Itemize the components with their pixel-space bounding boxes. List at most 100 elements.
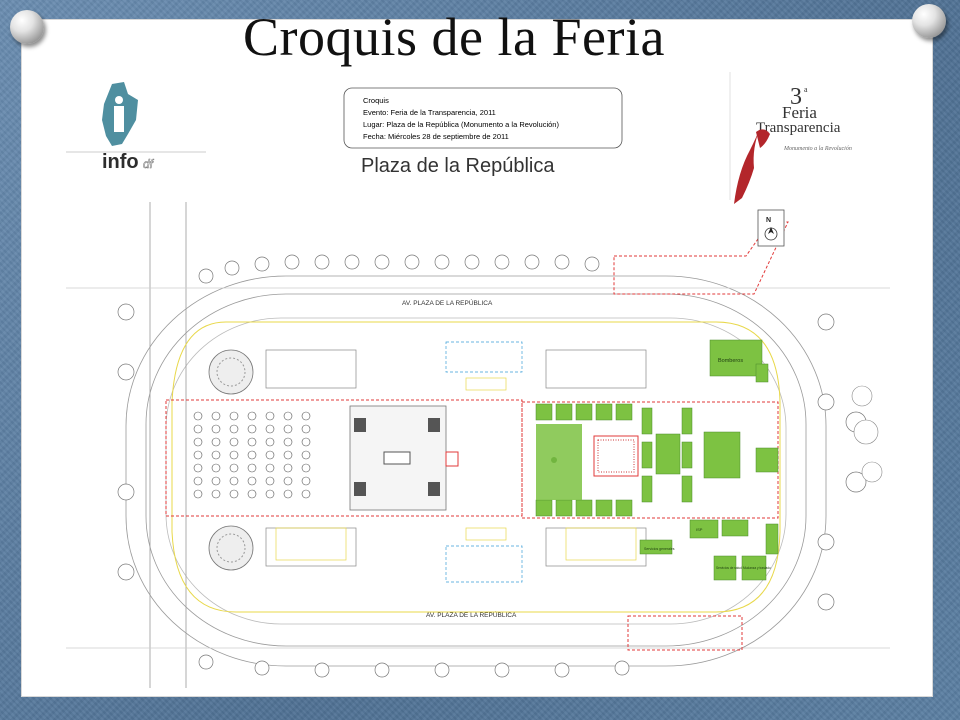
tree-symbol: [193, 463, 203, 473]
stand-module: [595, 403, 613, 421]
tree-symbol: [283, 450, 293, 460]
zone-southeast-red: [627, 615, 743, 651]
tree-symbol: [193, 476, 203, 486]
logo-brand-text: info: [102, 151, 139, 173]
fountain-bottom: [208, 525, 254, 571]
tree-symbol: [265, 411, 275, 421]
stand-module: [681, 475, 693, 503]
street-label-bottom: AV. PLAZA DE LA REPÚBLICA: [426, 610, 517, 619]
tree-symbol: [247, 463, 257, 473]
servicios-salud-label: Servicios de salud: [716, 566, 742, 570]
bomberos-label: Bomberos: [718, 358, 743, 364]
tree-symbol: [193, 424, 203, 434]
yellow-perimeter: [171, 321, 781, 613]
tree-symbol: [211, 463, 221, 473]
tree-symbol: [301, 411, 311, 421]
zone-northeast-red: [613, 221, 789, 295]
tree-symbol: [265, 424, 275, 434]
stand-module: [595, 499, 613, 517]
stand-module: [535, 403, 553, 421]
tree-symbol: [301, 476, 311, 486]
stand-module: [555, 403, 573, 421]
tree-symbol: [247, 437, 257, 447]
feria-superscript: a: [804, 85, 808, 94]
tree-symbol: [193, 489, 203, 499]
tree-symbol: [193, 450, 203, 460]
tree-symbol: [229, 424, 239, 434]
tree-symbol: [301, 463, 311, 473]
tree-symbol: [247, 489, 257, 499]
info-heading: Croquis: [363, 96, 389, 105]
tree-grid-left: [193, 411, 311, 499]
site-plan-image: info df Croquis Evento: Feria de la Tran…: [66, 72, 890, 688]
infodf-logo: info df: [66, 82, 206, 173]
tree-symbol: [301, 437, 311, 447]
servicios-label: Servicios generales: [644, 547, 675, 551]
building-blocks: [265, 341, 647, 583]
tree-clusters-right: [851, 385, 883, 483]
street-label-top: AV. PLAZA DE LA REPÚBLICA: [402, 298, 493, 307]
info-box: Croquis Evento: Feria de la Transparenci…: [343, 87, 623, 149]
tree-symbol: [247, 476, 257, 486]
svg-text:N: N: [766, 217, 771, 224]
isp-label: ISP: [696, 527, 703, 532]
stand-module: [641, 475, 653, 503]
tree-symbol: [229, 489, 239, 499]
tree-symbol: [211, 489, 221, 499]
fountain-top: [208, 349, 254, 395]
tree-symbol: [283, 424, 293, 434]
tree-symbol: [229, 476, 239, 486]
tree-symbol: [283, 437, 293, 447]
stand-module: [535, 499, 553, 517]
tree-symbol: [247, 450, 257, 460]
stand-module: [681, 407, 693, 435]
feria-logo: 3 a Feria Transparencia Monumento a la R…: [729, 72, 852, 204]
tree-symbol: [211, 476, 221, 486]
tree-symbol: [283, 411, 293, 421]
stand-module: [555, 499, 573, 517]
slide-title: Croquis de la Feria: [243, 7, 665, 67]
zone-fair-red: [521, 401, 779, 519]
tree-symbol: [301, 424, 311, 434]
tree-symbol: [283, 476, 293, 486]
tree-symbol: [265, 476, 275, 486]
info-date: Fecha: Miércoles 28 de septiembre de 201…: [363, 132, 509, 141]
tree-symbol: [265, 489, 275, 499]
tree-symbol: [247, 424, 257, 434]
tree-symbol: [193, 411, 203, 421]
fair-stands: [535, 403, 693, 517]
info-event: Evento: Feria de la Transparencia, 2011: [363, 108, 496, 117]
stand-module: [681, 441, 693, 469]
tree-symbol: [229, 450, 239, 460]
tree-symbol: [193, 437, 203, 447]
pushpin-right-icon: [912, 4, 946, 38]
feria-transparencia: Transparencia: [756, 120, 841, 136]
stand-module: [575, 499, 593, 517]
plan-heading: Plaza de la República: [361, 155, 555, 177]
tree-symbol: [301, 450, 311, 460]
stand-module: [641, 441, 653, 469]
tree-symbol: [265, 437, 275, 447]
stand-module: [575, 403, 593, 421]
stage-area: Asamblea: [536, 424, 639, 500]
tree-symbol: [283, 489, 293, 499]
tree-symbol: [301, 489, 311, 499]
mudanza-label: Mudanza y traslado: [743, 566, 771, 570]
info-place: Lugar: Plaza de la República (Monumento …: [363, 120, 559, 129]
tree-symbol: [211, 450, 221, 460]
stand-module: [615, 499, 633, 517]
tree-row-top: [117, 254, 867, 611]
tree-symbol: [211, 437, 221, 447]
north-arrow-icon: N: [757, 209, 785, 247]
tree-symbol: [211, 424, 221, 434]
stand-module: [615, 403, 633, 421]
tree-symbol: [229, 411, 239, 421]
zone-left-red: [165, 399, 523, 517]
tree-symbol: [265, 463, 275, 473]
feria-word: Feria: [782, 103, 817, 122]
tree-row-bottom: [198, 654, 630, 678]
stand-module: [641, 407, 653, 435]
tree-symbol: [229, 437, 239, 447]
feria-tagline: Monumento a la Revolución: [783, 146, 852, 152]
tree-symbol: [283, 463, 293, 473]
